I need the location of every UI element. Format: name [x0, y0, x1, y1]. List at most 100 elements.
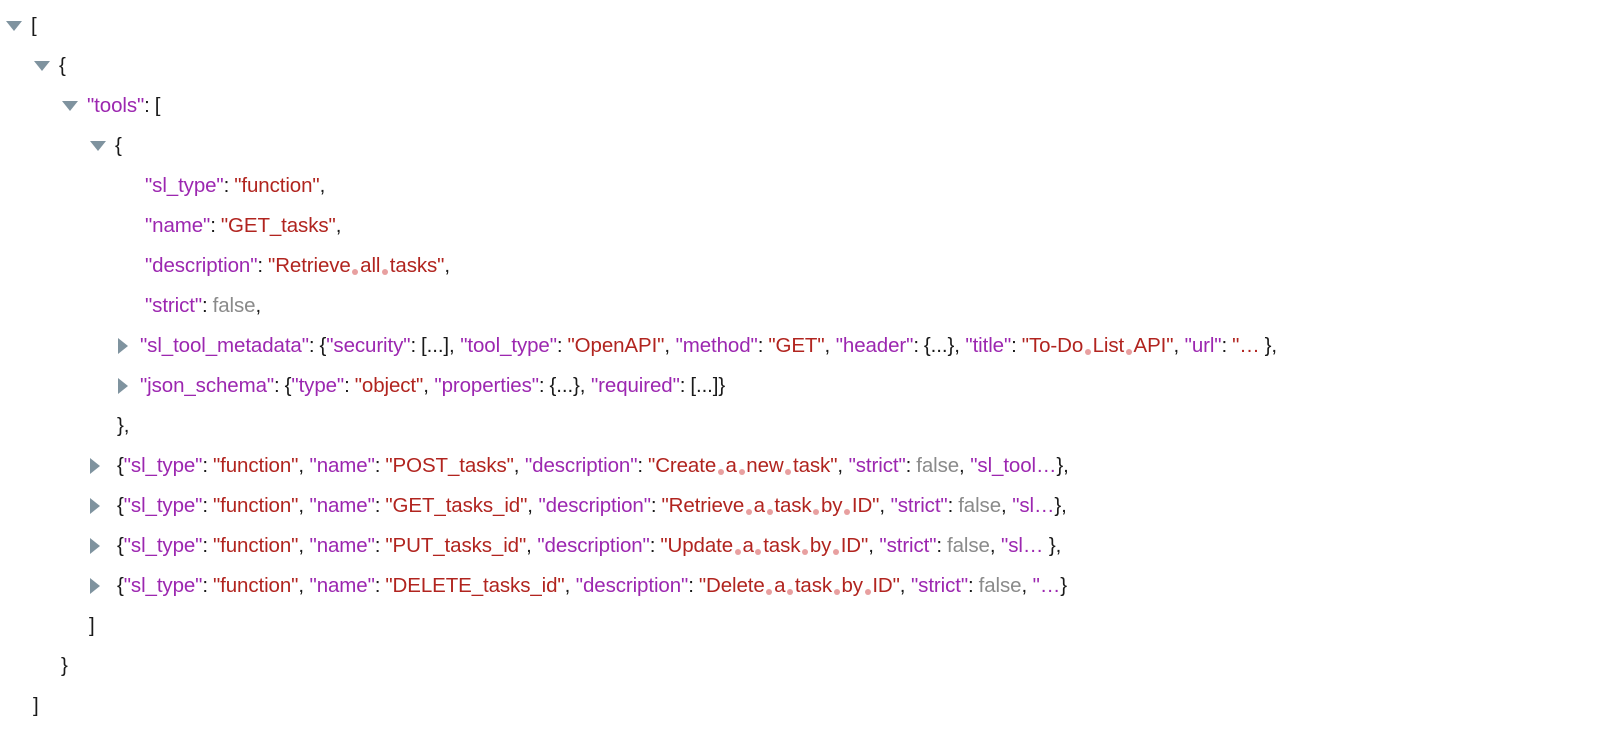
- disclosure-triangle-closed-icon[interactable]: [118, 377, 128, 394]
- json-row-sl-tool-metadata[interactable]: "sl_tool_metadata":{"security":[...], "t…: [0, 326, 1600, 366]
- separator: ,: [664, 334, 676, 357]
- key-name: "name": [145, 214, 211, 237]
- colon: :: [344, 374, 350, 397]
- key-strict: "strict": [911, 574, 969, 597]
- colon: :: [538, 374, 545, 397]
- value-description-part: task: [794, 574, 833, 597]
- disclosure-triangle-open-icon[interactable]: [90, 140, 106, 151]
- json-row-tool-get-tasks-id[interactable]: {"sl_type":"function", "name":"GET_tasks…: [0, 486, 1600, 526]
- json-row-name: "name":"GET_tasks",: [0, 206, 1600, 246]
- value-description-part: "Delete: [698, 574, 765, 597]
- value-name: "GET_tasks_id": [385, 494, 528, 517]
- colon: :: [274, 374, 280, 397]
- colon: :: [649, 534, 656, 557]
- json-row-json-schema[interactable]: "json_schema":{"type":"object", "propert…: [0, 366, 1600, 406]
- value-name: "POST_tasks": [385, 454, 514, 477]
- json-row-root-object-close: }: [0, 646, 1600, 686]
- colon: :: [202, 294, 208, 317]
- key-description: "description": [525, 454, 638, 477]
- key-name: "name": [309, 494, 375, 517]
- disclosure-triangle-closed-icon[interactable]: [90, 577, 100, 594]
- colon: :: [374, 574, 381, 597]
- value-type: "object": [354, 374, 424, 397]
- json-row-tools[interactable]: "tools":[: [0, 86, 1600, 126]
- value-description-part: all: [360, 254, 381, 277]
- preview-close-brace: },: [1054, 494, 1067, 517]
- separator: ,: [527, 494, 539, 517]
- json-row-tool-post-tasks[interactable]: {"sl_type":"function", "name":"POST_task…: [0, 446, 1600, 486]
- separator: ,: [298, 534, 310, 557]
- value-sl-type: "function": [212, 574, 299, 597]
- tools-close-bracket: ]: [89, 614, 95, 637]
- disclosure-triangle-closed-icon[interactable]: [90, 497, 100, 514]
- preview-close-brace: }: [1060, 574, 1067, 597]
- tool-0-open-brace: {: [115, 134, 122, 157]
- value-tool-type: "OpenAPI": [567, 334, 665, 357]
- separator: ,: [298, 454, 310, 477]
- colon: :: [936, 534, 943, 557]
- disclosure-triangle-closed-icon[interactable]: [90, 537, 100, 554]
- comma: ,: [335, 214, 342, 237]
- colon: :: [688, 574, 694, 597]
- preview-open-brace: {: [284, 374, 292, 397]
- key-truncated: "sl…: [1012, 494, 1055, 517]
- separator: ,: [513, 454, 525, 477]
- key-tools: "tools": [87, 94, 145, 117]
- value-title-part: List: [1092, 334, 1125, 357]
- value-description-part: "Create: [648, 454, 717, 477]
- colon: :: [947, 494, 954, 517]
- value-sl-type: "function": [212, 454, 299, 477]
- value-description-part: a: [774, 574, 786, 597]
- value-description-part: "Retrieve: [268, 254, 351, 277]
- disclosure-triangle-closed-icon[interactable]: [118, 337, 128, 354]
- key-tool-type: "tool_type": [460, 334, 557, 357]
- value-description-part: ID": [840, 534, 869, 557]
- disclosure-triangle-open-icon[interactable]: [62, 100, 78, 111]
- value-header-collapsed: {...}: [923, 334, 955, 357]
- json-row-tool-put-tasks-id[interactable]: {"sl_type":"function", "name":"PUT_tasks…: [0, 526, 1600, 566]
- json-row-tool-delete-tasks-id[interactable]: {"sl_type":"function", "name":"DELETE_ta…: [0, 566, 1600, 606]
- preview-close-brace: }: [718, 374, 726, 397]
- value-sl-type: "function": [212, 534, 299, 557]
- separator: ,: [989, 534, 1002, 557]
- colon: :: [913, 334, 919, 357]
- disclosure-triangle-open-icon[interactable]: [6, 20, 22, 31]
- separator: ,: [1001, 494, 1013, 517]
- key-sl-type: "sl_type": [145, 174, 224, 197]
- separator: ,: [564, 574, 576, 597]
- key-type: "type": [291, 374, 345, 397]
- colon: :: [223, 174, 230, 197]
- json-row-strict: "strict":false,: [0, 286, 1600, 326]
- colon: :: [144, 94, 150, 117]
- colon: :: [556, 334, 563, 357]
- value-description-part: new: [746, 454, 784, 477]
- key-truncated: "sl_tool…: [970, 454, 1057, 477]
- tool-0-close-brace: },: [117, 414, 130, 437]
- disclosure-triangle-open-icon[interactable]: [34, 60, 50, 71]
- colon: :: [1221, 334, 1228, 357]
- json-row-tool-0-object[interactable]: {: [0, 126, 1600, 166]
- key-method: "method": [675, 334, 758, 357]
- value-description-part: "Update: [660, 534, 734, 557]
- json-row-root-array[interactable]: [: [0, 6, 1600, 46]
- colon: :: [650, 494, 657, 517]
- json-row-sl-type: "sl_type":"function",: [0, 166, 1600, 206]
- colon: :: [257, 254, 264, 277]
- json-row-tools-close: ]: [0, 606, 1600, 646]
- separator: ,: [526, 534, 538, 557]
- key-strict: "strict": [848, 454, 906, 477]
- key-sl-type: "sl_type": [123, 574, 203, 597]
- value-description-part: by: [821, 494, 843, 517]
- json-row-tool-0-close: },: [0, 406, 1600, 446]
- key-description: "description": [538, 494, 651, 517]
- disclosure-triangle-closed-icon[interactable]: [90, 457, 100, 474]
- value-security-collapsed: [...]: [421, 334, 450, 357]
- value-description-part: a: [753, 494, 765, 517]
- value-description-part: by: [841, 574, 863, 597]
- json-row-root-object[interactable]: {: [0, 46, 1600, 86]
- value-sl-type: "function": [234, 174, 320, 197]
- value-strict: false: [978, 574, 1022, 597]
- preview-open-brace: {: [319, 334, 327, 357]
- colon: :: [202, 534, 208, 557]
